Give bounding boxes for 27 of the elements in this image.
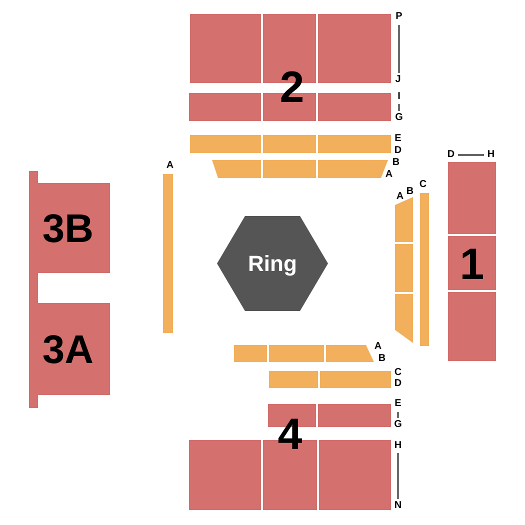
row-letter: J (395, 75, 401, 85)
row-letter: E (394, 134, 402, 144)
row-letter: E (394, 399, 402, 409)
section-number: 3A (42, 330, 94, 370)
row-letter: D (394, 146, 402, 156)
section-number: 3B (42, 209, 94, 249)
row-letter: B (392, 158, 400, 168)
row-letter: P (396, 12, 402, 22)
row-letter: C (394, 368, 402, 378)
ring-hexagon (217, 216, 328, 311)
row-letter: G (394, 420, 402, 430)
row-letter: A (166, 161, 174, 171)
row-letter: H (487, 150, 495, 160)
row-letter: N (394, 501, 402, 511)
row-letter: C (419, 180, 427, 190)
row-letter: H (394, 441, 402, 451)
row-letter: A (385, 170, 393, 180)
row-letter: A (374, 342, 382, 352)
row-letter: B (406, 187, 414, 197)
row-letter: D (447, 150, 455, 160)
row-letter: A (396, 192, 404, 202)
row-letter: D (394, 379, 402, 389)
ring-label: Ring (248, 250, 297, 278)
row-letter: I (398, 92, 400, 102)
row-letter: G (395, 113, 403, 123)
section-number: 1 (460, 243, 484, 287)
row-letter: B (378, 354, 386, 364)
